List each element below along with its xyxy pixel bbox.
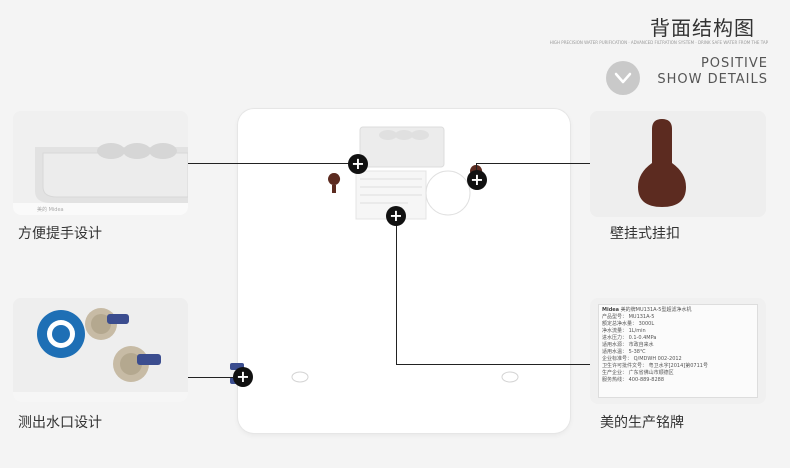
outlet-port — [230, 363, 244, 370]
handle-connector-line — [188, 163, 358, 164]
show-details-label: SHOW DETAILS — [657, 72, 768, 87]
handle-detail-image: 美的 Midea — [13, 111, 188, 215]
handle-caption: 方便提手设计 — [18, 226, 102, 242]
nameplate-row: 产品型号： MU131A-5 — [602, 314, 655, 320]
nameplate-header: 美的牌MU131A-5型超滤净水机 — [620, 307, 692, 313]
wall-mount-hotspot-plus-icon[interactable]: + — [467, 170, 487, 190]
nameplate-connector-line — [396, 364, 590, 365]
water-outlet-image — [13, 298, 188, 402]
outlet-hotspot-plus-icon[interactable]: + — [233, 367, 253, 387]
nameplate-row: 适用水温： 5-38℃ — [602, 349, 646, 355]
nameplate-brand: Midea — [602, 307, 620, 313]
nameplate-connector-line — [396, 215, 397, 364]
page-title: 背面结构图 — [650, 16, 755, 40]
nameplate-caption: 美的生产铭牌 — [600, 415, 684, 431]
wall-mount-caption: 壁挂式挂扣 — [610, 226, 680, 242]
device-back-view — [230, 109, 570, 433]
nameplate-row: 适用水源： 市政自来水 — [602, 342, 654, 348]
nameplate-image: Midea 美的牌MU131A-5型超滤净水机 产品型号： MU131A-5 额… — [590, 298, 766, 404]
nameplate-row: 额定总净水量： 3000L — [602, 321, 655, 327]
positive-label: POSITIVE — [700, 56, 768, 71]
nameplate-hotspot-plus-icon[interactable]: + — [386, 206, 406, 226]
water-outlet-caption: 测出水口设计 — [18, 415, 102, 431]
wall-mount-image — [590, 111, 766, 217]
nameplate-footer: 生产企业： 广东省佛山市顺德区 — [602, 370, 674, 376]
nameplate-footer: 企业标准号： Q/MDWH 002-2012 — [602, 356, 682, 362]
chevron-down-icon — [606, 61, 640, 95]
nameplate-row: 净水流量： 1L/min — [602, 328, 646, 334]
nameplate-footer: 服务热线： 400-889-8288 — [602, 377, 665, 383]
handle-logo: 美的 Midea — [37, 207, 64, 213]
outlet-connector-line — [188, 377, 233, 378]
nameplate-footer: 卫生许可批件文号： 粤卫水字[2014]第0711号 — [602, 363, 708, 369]
wall-mount-connector-line — [476, 163, 590, 164]
handle-hotspot-plus-icon[interactable]: + — [348, 154, 368, 174]
nameplate-row: 进水压力： 0.1-0.4MPa — [602, 335, 657, 341]
header-tagline: HIGH PRECISION WATER PURIFICATION · ADVA… — [549, 40, 768, 45]
